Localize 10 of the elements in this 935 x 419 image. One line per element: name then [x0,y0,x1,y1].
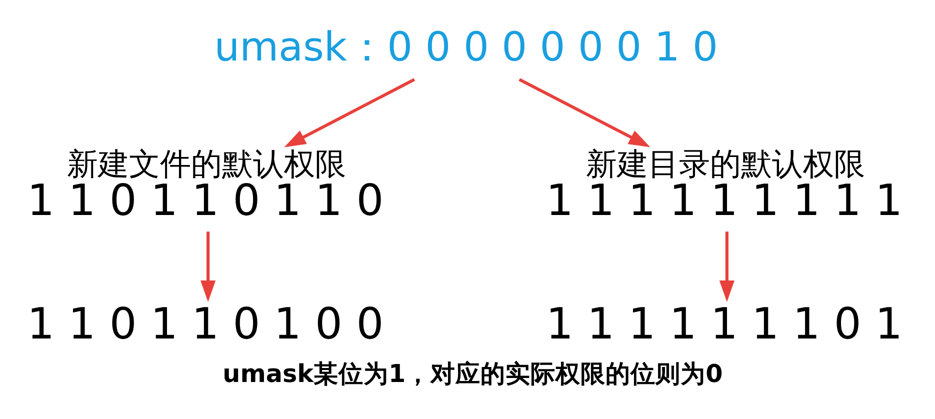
arrow [284,78,416,147]
arrow [200,231,216,302]
node-text: 1 1 1 1 1 1 1 0 1 [546,298,903,349]
arrow [719,231,734,302]
node-text: 1 1 0 1 1 0 1 0 0 [27,298,384,349]
node-text: umask：0 0 0 0 0 0 0 1 0 [214,24,718,70]
node-text: 新建目录的默认权限 1 1 1 1 1 1 1 1 1 [546,146,903,226]
node-text: 新建文件的默认权限 1 1 0 1 1 0 1 1 0 [27,146,384,226]
caption: umask某位为1，对应的实际权限的位则为0 [222,358,723,388]
arrow [518,78,650,147]
